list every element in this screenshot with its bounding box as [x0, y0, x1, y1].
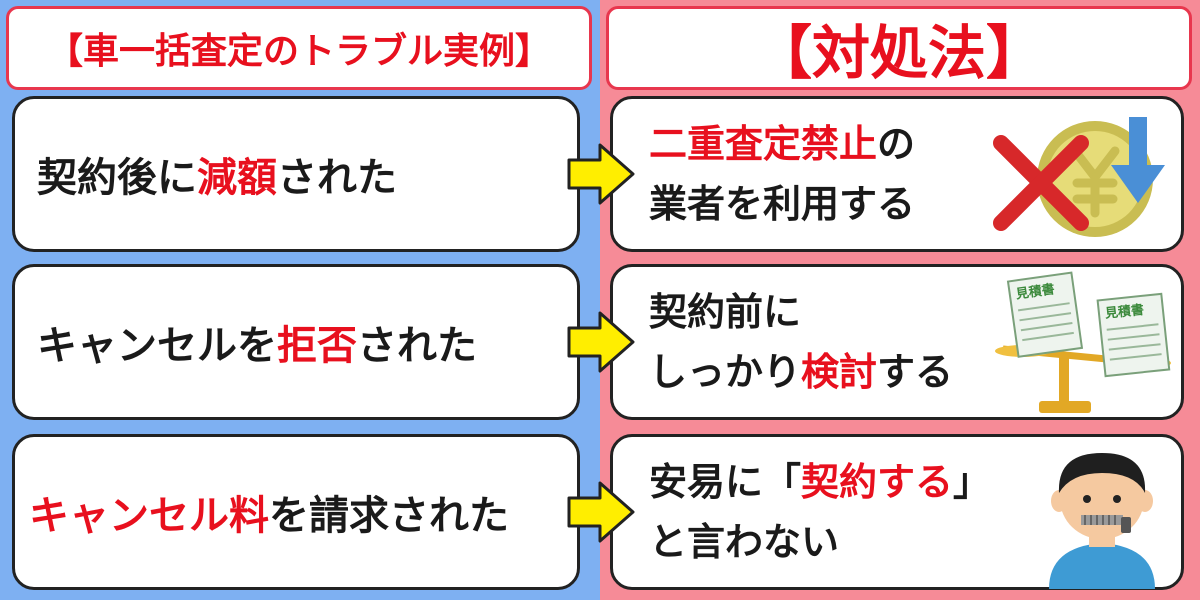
problem-3-after: を請求された — [269, 493, 509, 539]
zipped-mouth-person-icon — [1049, 453, 1155, 589]
arrow-right-icon — [567, 143, 635, 205]
problem-card-2: キャンセルを拒否された — [12, 264, 580, 420]
solution-card-3: 安易に「契約する」 と言わない — [610, 434, 1184, 590]
problem-2-before: キャンセルを — [37, 323, 277, 369]
problem-2-highlight: 拒否 — [277, 323, 357, 369]
solution-1-highlight: 二重査定禁止 — [649, 122, 878, 166]
problem-1-before: 契約後に — [37, 155, 197, 201]
problem-2-after: された — [357, 323, 477, 369]
problem-text-1: 契約後に減額された — [37, 145, 397, 203]
problem-text-2: キャンセルを拒否された — [37, 313, 477, 371]
solution-3-line2: と言わない — [649, 520, 840, 564]
solution-text-3: 安易に「契約する」 と言わない — [649, 452, 991, 572]
solution-3-highlight: 契約する — [801, 460, 954, 504]
solutions-header: 【対処法】 — [606, 6, 1192, 90]
arrow-right-icon — [567, 481, 635, 543]
solution-2-line2-after: する — [877, 350, 954, 394]
solution-2-highlight: 検討 — [801, 350, 878, 394]
solution-text-2: 契約前に しっかり検討する — [649, 282, 953, 402]
solution-2-line1: 契約前に — [649, 290, 802, 334]
arrow-right-icon — [567, 311, 635, 373]
problems-header: 【車一括査定のトラブル実例】 — [6, 6, 592, 90]
estimate-scale-icon: 見積書 見積書 — [995, 271, 1171, 413]
solution-3-line1-after: 」 — [953, 460, 992, 504]
solution-3-line1-before: 安易に「 — [649, 460, 802, 504]
estimate-doc-label-1: 見積書 — [1014, 281, 1056, 302]
estimate-doc-label-2: 見積書 — [1103, 302, 1144, 322]
problem-3-highlight: キャンセル料 — [29, 493, 269, 539]
solution-2-line2-before: しっかり — [649, 350, 802, 394]
solution-1-line2: 業者を利用する — [649, 182, 916, 226]
problem-1-highlight: 減額 — [197, 155, 277, 201]
problem-text-3: キャンセル料を請求された — [29, 483, 509, 541]
solution-text-1: 二重査定禁止の 業者を利用する — [649, 114, 915, 234]
solution-1-line1-after: の — [877, 122, 916, 166]
solution-card-2: 契約前に しっかり検討する 見積書 見積書 — [610, 264, 1184, 420]
solution-card-1: 二重査定禁止の 業者を利用する — [610, 96, 1184, 252]
yen-coin-no-decrease-icon — [993, 117, 1165, 237]
problem-1-after: された — [277, 155, 397, 201]
problem-card-3: キャンセル料を請求された — [12, 434, 580, 590]
problem-card-1: 契約後に減額された — [12, 96, 580, 252]
solutions-header-text: 【対処法】 — [753, 19, 1044, 87]
problems-header-text: 【車一括査定のトラブル実例】 — [46, 31, 551, 72]
